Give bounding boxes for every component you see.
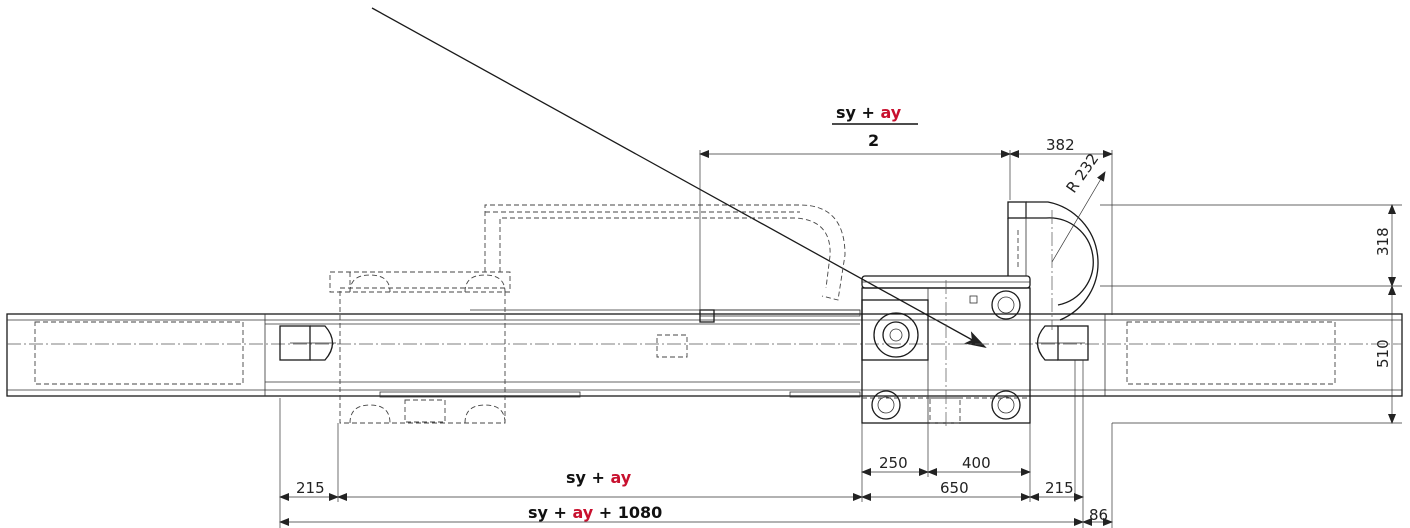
formula-bottom-suffix: + 1080 (593, 503, 662, 522)
ghost-carriage (329, 204, 846, 424)
dim-86: 86 (1089, 506, 1108, 524)
dim-250: 250 (879, 454, 908, 472)
leader-arrow (371, 7, 987, 348)
left-end-frame (34, 321, 244, 385)
formula-middle-accent: ay (611, 468, 632, 487)
formula-top-accent: ay (881, 103, 902, 122)
formula-top-base: sy + (836, 103, 881, 122)
dim-510: 510 (1374, 339, 1392, 368)
dim-215-left: 215 (296, 479, 325, 497)
formula-bottom: sy + ay + 1080 (528, 503, 662, 522)
formula-middle-base: sy + (566, 468, 611, 487)
formula-middle: sy + ay (566, 468, 632, 487)
dim-400: 400 (962, 454, 991, 472)
lower-strip-left (379, 391, 581, 398)
dim-318: 318 (1374, 227, 1392, 256)
formula-bottom-base: sy + (528, 503, 573, 522)
guide-bar (699, 309, 861, 317)
dim-650: 650 (940, 479, 969, 497)
formula-top-numerator: sy + ay (836, 103, 902, 122)
dim-radius: R 232 (1063, 150, 1103, 196)
carriage (861, 275, 1031, 428)
guide-block (699, 309, 715, 323)
formula-bottom-accent: ay (573, 503, 594, 522)
extension-lines (279, 150, 1402, 528)
right-end-stop (1035, 325, 1089, 361)
dimension-lines (279, 150, 1396, 526)
dim-215-right: 215 (1045, 479, 1074, 497)
lower-strip-right (789, 391, 861, 398)
dim-382: 382 (1046, 136, 1075, 154)
rail-beam (6, 309, 1403, 397)
formula-top-denominator: 2 (868, 131, 879, 150)
right-end-frame (1126, 321, 1336, 385)
cable-chain (1007, 201, 1099, 330)
left-end-stop (279, 325, 336, 361)
